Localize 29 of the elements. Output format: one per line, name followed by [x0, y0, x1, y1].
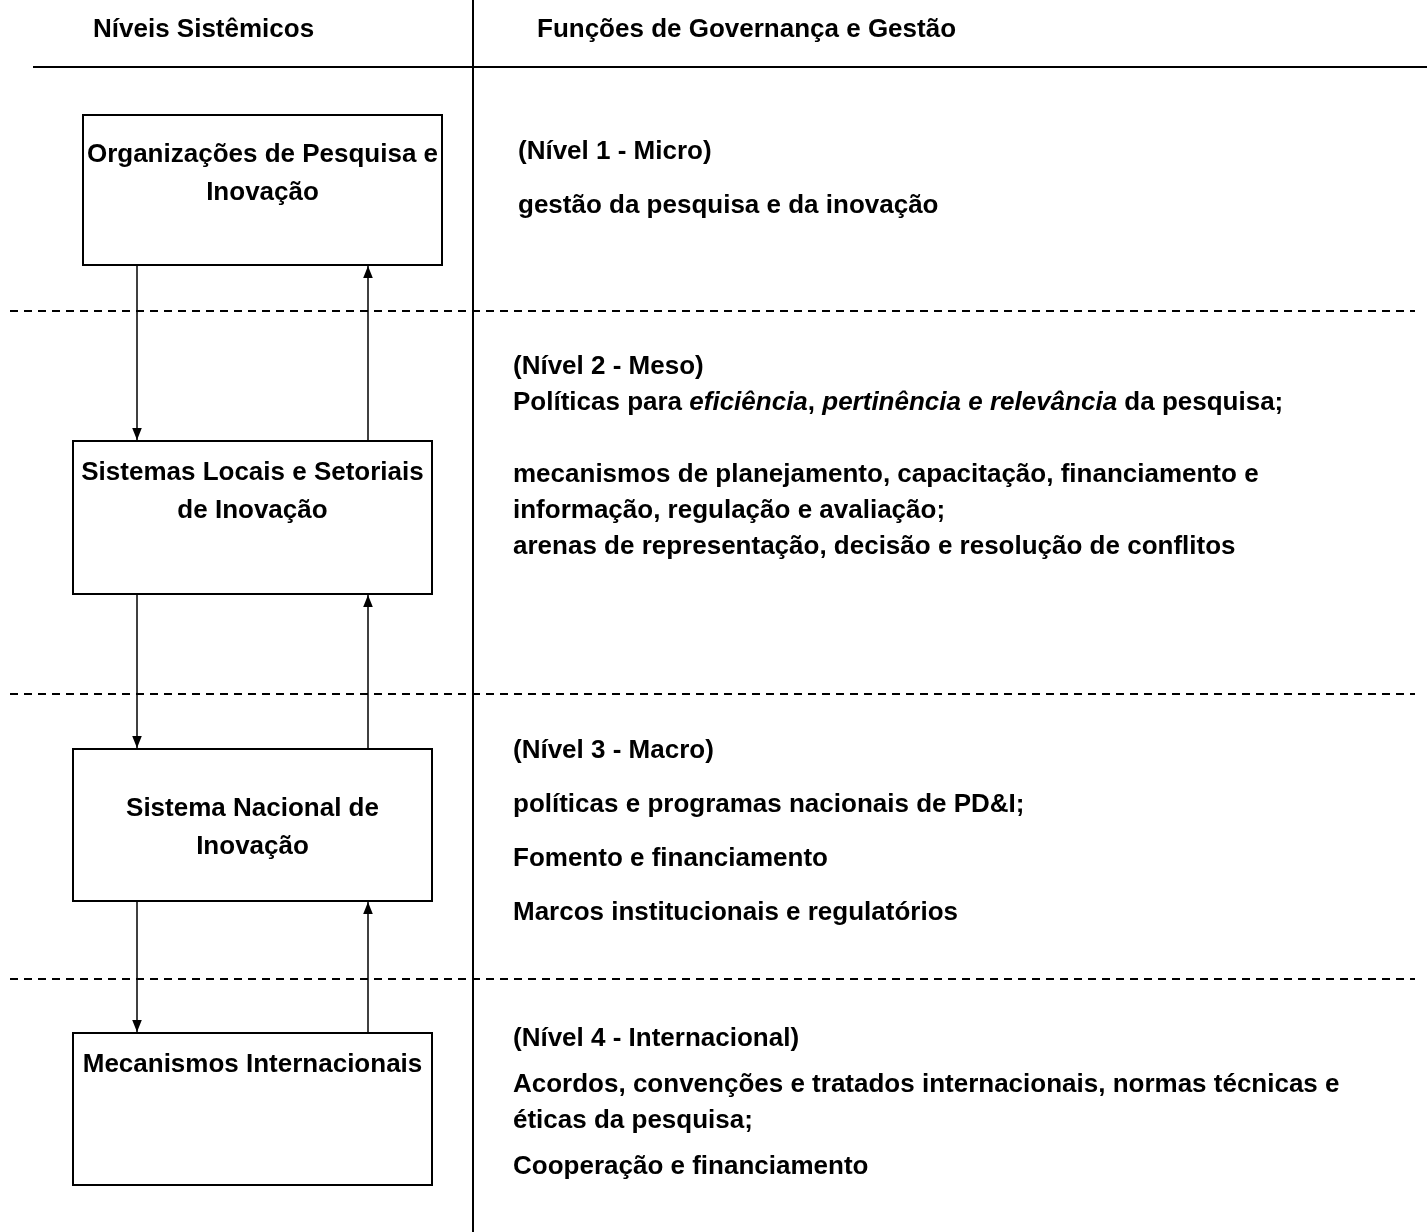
description-text: Marcos institucionais e regulatórios — [513, 895, 958, 928]
arrow — [363, 901, 373, 1033]
description-text: mecanismos de planejamento, capacitação, financiamento e informação, regulação e avaliação; — [513, 457, 1260, 526]
arrow — [363, 594, 373, 749]
level-heading: (Nível 2 - Meso) — [513, 349, 704, 382]
column-heading: Níveis Sistêmicos — [93, 12, 316, 45]
box-label: Mecanismos Internacionais — [81, 1047, 424, 1080]
description-text: Cooperação e financiamento — [513, 1149, 869, 1182]
level-heading: (Nível 4 - Internacional) — [513, 1021, 800, 1054]
box-label: Sistemas Locais e Setoriais de Inovação — [80, 455, 425, 526]
level-heading: (Nível 3 - Macro) — [513, 733, 714, 766]
level-heading: (Nível 1 - Micro) — [518, 134, 712, 167]
description-text: Fomento e financiamento — [513, 841, 828, 874]
box-label: Organizações de Pesquisa e Inovação — [85, 137, 440, 208]
level-box — [72, 1032, 433, 1186]
description-text: arenas de representação, decisão e resolução de conflitos — [513, 529, 1236, 562]
description-text: Acordos, convenções e tratados internacionais, normas técnicas e éticas da pesquisa; — [513, 1067, 1341, 1136]
box-label: Sistema Nacional de Inovação — [125, 791, 380, 862]
arrow — [132, 265, 142, 441]
description-text: gestão da pesquisa e da inovação — [518, 188, 939, 221]
level-box — [82, 114, 443, 266]
level-box — [72, 440, 433, 595]
level-box — [72, 748, 433, 902]
column-heading: Funções de Governança e Gestão — [537, 12, 958, 45]
description-text: Políticas para eficiência, pertinência e relevância da pesquisa; — [513, 385, 1284, 418]
arrow — [132, 594, 142, 749]
arrow — [132, 901, 142, 1033]
arrow — [363, 265, 373, 441]
description-text: políticas e programas nacionais de PD&I; — [513, 787, 1025, 820]
